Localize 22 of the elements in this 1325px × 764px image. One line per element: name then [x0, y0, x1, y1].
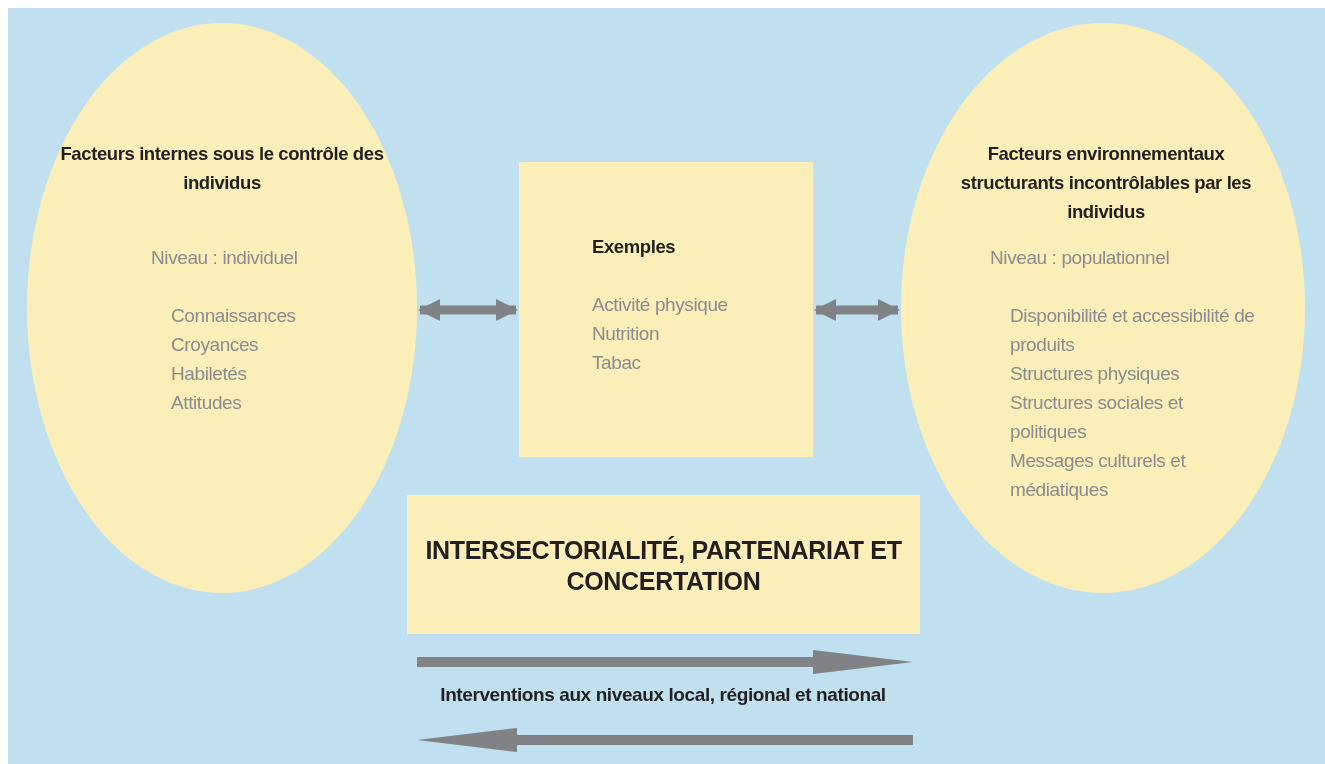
item-text: Croyances [171, 333, 260, 357]
double-arrow [418, 299, 518, 321]
item-text: Connaissances [171, 304, 297, 328]
item-text: Niveau : individuel [151, 246, 299, 270]
item-text: Nutrition [592, 322, 661, 346]
banner-box [407, 495, 920, 634]
heading: Exemples [592, 235, 677, 259]
item-text: Structures physiques [1010, 362, 1181, 386]
item-text: Niveau : populationnel [990, 246, 1171, 270]
item-text: Disponibilité et accessibilité de produits [1010, 304, 1256, 357]
item-text: Activité physique [592, 293, 729, 317]
item-text: Attitudes [171, 391, 243, 415]
double-arrow [814, 299, 900, 321]
banner-text: INTERSECTORIALITÉ, PARTENARIAT ET CONCERTATION [424, 535, 903, 597]
item-text: Tabac [592, 351, 642, 375]
heading: Facteurs environnementaux structurants incontrôlables par les individus [959, 142, 1253, 224]
item-text: Habiletés [171, 362, 248, 386]
heading: Facteurs internes sous le contrôle des individus [59, 142, 385, 195]
item-text: Structures sociales et politiques [1010, 391, 1184, 444]
item-text: Messages culturels et médiatiques [1010, 449, 1187, 502]
examples-box [519, 162, 813, 457]
caption-text: Interventions aux niveaux local, régional et national [439, 684, 887, 706]
